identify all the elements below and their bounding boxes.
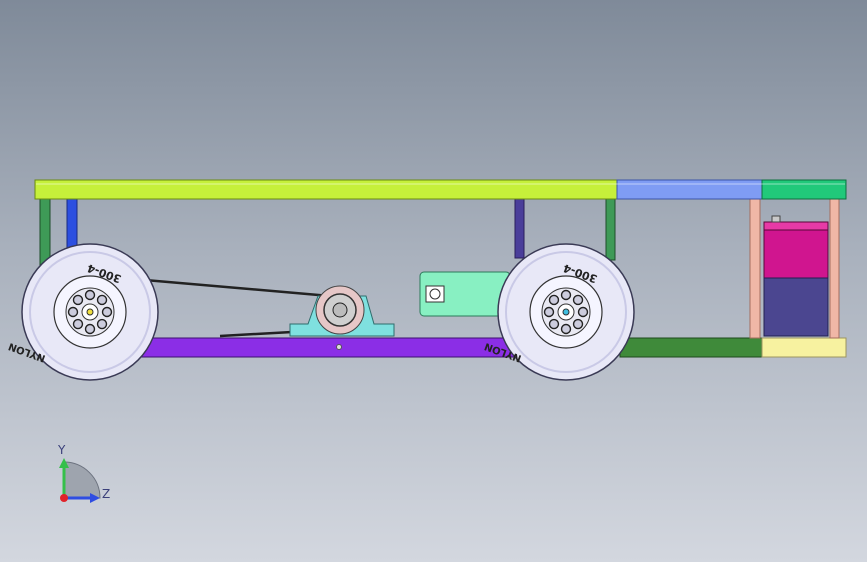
z-axis-arrowhead — [90, 493, 100, 503]
lug-bolt — [101, 306, 113, 318]
bottom-frame-rail-rear — [619, 337, 763, 358]
motor[interactable] — [419, 271, 511, 317]
battery-lower — [763, 277, 829, 337]
sprocket-hub — [332, 302, 348, 318]
lug-bolt — [548, 318, 560, 330]
lug-bolt — [96, 294, 108, 306]
motor-shaft — [429, 288, 441, 300]
motor-shaft-end — [425, 285, 445, 303]
lug-bolt — [548, 294, 560, 306]
lug-bolt — [543, 306, 555, 318]
y-axis-arrowhead — [59, 458, 69, 468]
lug-bolt — [560, 289, 572, 301]
lug-bolt — [72, 294, 84, 306]
pillow-block-bearing[interactable] — [289, 285, 395, 337]
lug-bolt — [560, 323, 572, 335]
battery[interactable] — [763, 215, 829, 337]
top-frame-rail — [34, 179, 618, 200]
lug-bolt — [572, 294, 584, 306]
battery-terminal — [771, 215, 781, 223]
y-axis-label: Y — [58, 443, 66, 457]
coordinate-triad — [59, 458, 101, 503]
frame-upright — [605, 197, 616, 261]
lug-bolt — [96, 318, 108, 330]
lug-bolt — [67, 306, 79, 318]
lug-bolt — [572, 318, 584, 330]
battery-cap — [763, 221, 829, 231]
bottom-frame-rail — [139, 337, 521, 358]
lug-bolt — [84, 323, 96, 335]
top-frame-rail-mid — [616, 179, 763, 200]
rail-bolt — [336, 344, 342, 350]
lug-bolt — [72, 318, 84, 330]
frame-upright — [514, 197, 525, 259]
triad-quadrant — [63, 461, 101, 499]
lug-bolt — [577, 306, 589, 318]
axle — [562, 308, 570, 316]
z-axis-label: Z — [102, 487, 111, 501]
battery-upper — [763, 227, 829, 279]
axle — [86, 308, 94, 316]
tire-sidewall — [505, 251, 627, 373]
bottom-frame-rail-end — [761, 337, 847, 358]
triad-origin — [60, 494, 68, 502]
top-frame-rail-end — [761, 179, 847, 200]
lug-bolt — [84, 289, 96, 301]
frame-upright — [749, 197, 761, 339]
frame-upright — [829, 197, 840, 339]
tire-sidewall — [29, 251, 151, 373]
drive-belt-upper — [144, 278, 331, 298]
